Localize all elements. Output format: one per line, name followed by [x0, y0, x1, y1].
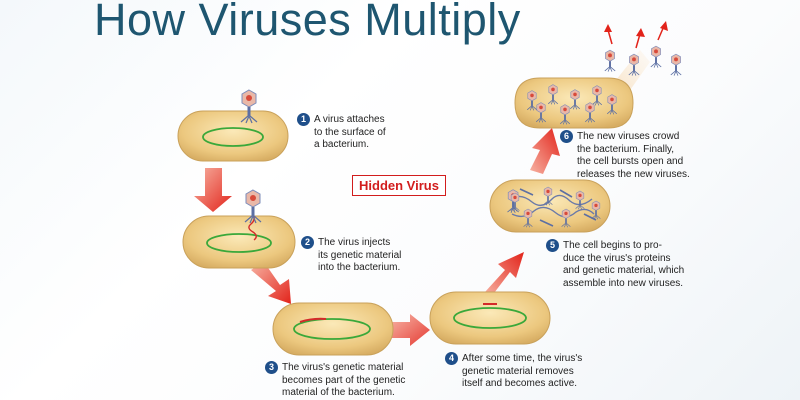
step-6-line-1: The new viruses crowd — [577, 131, 680, 142]
arrow-step2-to-3 — [251, 262, 291, 304]
bacterium-step2 — [182, 213, 296, 269]
hidden-virus-label: Hidden Virus — [352, 175, 446, 196]
step-4-line-1: After some time, the virus's — [462, 353, 583, 364]
step-5-line-4: assemble into new viruses. — [563, 277, 684, 289]
step-3-line-1: The virus's genetic material — [282, 362, 404, 373]
step-6-line-3: the cell bursts open and — [577, 156, 684, 167]
step-1-line-2: to the surface of — [314, 126, 386, 138]
step-6-line-2: the bacterium. Finally, — [577, 143, 675, 155]
step-5-line-2: duce the virus's proteins — [563, 252, 671, 264]
arrow-step3-to-4 — [388, 314, 430, 346]
step-1-caption: 1 A virus attaches to the surface of a b… — [297, 113, 386, 152]
step-6-line-4: releases the new viruses. — [577, 168, 690, 180]
arrow-step5-to-6 — [530, 128, 560, 174]
step-2-line-2: its genetic material — [318, 249, 402, 261]
step-3-caption: 3 The virus's genetic material becomes p… — [265, 361, 406, 400]
step-5-line-3: and genetic material, which — [563, 265, 685, 276]
step-1-line-1: A virus attaches — [314, 114, 385, 125]
bacterium-step3 — [272, 302, 394, 356]
arrow-step4-to-5 — [485, 252, 524, 297]
step-2-line-3: into the bacterium. — [318, 262, 401, 273]
step-1-badge: 1 — [297, 113, 310, 126]
step-5-line-1: The cell begins to pro- — [563, 240, 662, 251]
step-5-caption: 5 The cell begins to pro- duce the virus… — [546, 239, 685, 290]
step-2-badge: 2 — [301, 236, 314, 249]
bacterium-step1 — [177, 110, 289, 162]
step-3-badge: 3 — [265, 361, 278, 374]
step-2-caption: 2 The virus injects its genetic material… — [301, 236, 402, 275]
step-3-line-2: becomes part of the genetic — [282, 374, 406, 386]
bacterium-step4 — [429, 291, 551, 345]
step-4-line-2: genetic material removes — [462, 365, 574, 377]
released-viruses — [604, 21, 682, 76]
step-4-caption: 4 After some time, the virus's genetic m… — [445, 352, 583, 391]
arrow-step1-to-2 — [194, 168, 232, 212]
step-2-line-1: The virus injects — [318, 237, 391, 248]
step-6-caption: 6 The new viruses crowd the bacterium. F… — [560, 130, 690, 181]
step-6-badge: 6 — [560, 130, 573, 143]
page-title: How Viruses Multiply — [94, 0, 521, 45]
step-1-line-3: a bacterium. — [314, 139, 370, 150]
step-4-badge: 4 — [445, 352, 458, 365]
step-3-line-3: material of the bacterium. — [282, 387, 395, 398]
step-4-line-3: itself and becomes active. — [462, 378, 578, 389]
step-5-badge: 5 — [546, 239, 559, 252]
